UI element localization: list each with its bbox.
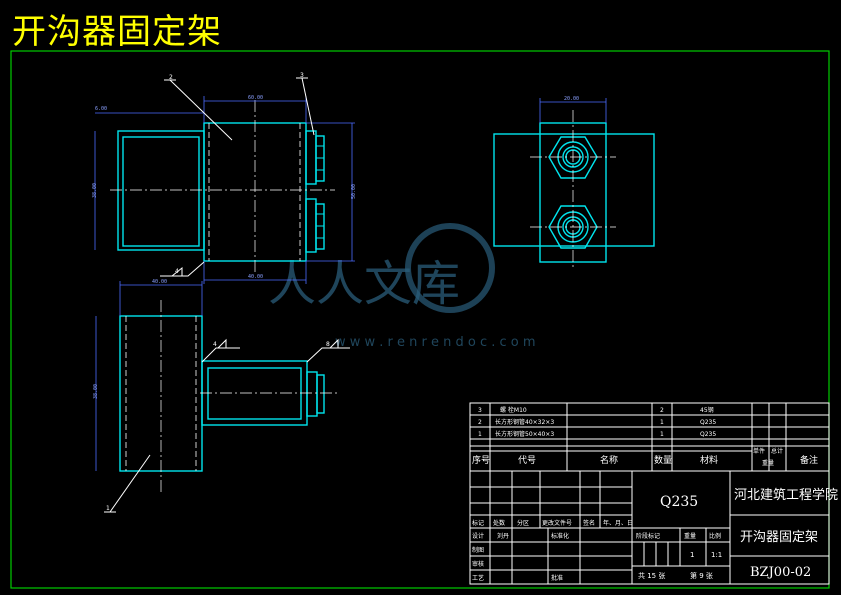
bom-row-1-qty: 2 bbox=[660, 407, 664, 414]
drawing-frame bbox=[10, 50, 830, 589]
dim-height-right: 50.00 bbox=[351, 184, 357, 199]
title-block-qty: 1 bbox=[690, 551, 694, 559]
title-block-drawing-no: BZJ00-02 bbox=[750, 565, 811, 580]
bom-row-1-material: 45钢 bbox=[700, 406, 714, 414]
dim-height-left: 38.00 bbox=[92, 183, 98, 198]
weld-symbol-bottom-right: 8 bbox=[326, 341, 330, 348]
label-sign: 签名 bbox=[583, 519, 595, 527]
bom-row-3-material: Q235 bbox=[700, 431, 716, 438]
title-block: Q235 河北建筑工程学院 开沟器固定架 BZJ00-02 标记 处数 分区 更… bbox=[469, 470, 838, 585]
label-design-name: 刘丹 bbox=[497, 532, 509, 540]
bom-header-no: 序号 bbox=[472, 454, 490, 466]
label-mark: 标记 bbox=[472, 519, 484, 527]
label-weight: 重量 bbox=[684, 532, 696, 540]
title-block-school: 河北建筑工程学院 bbox=[734, 487, 838, 503]
label-standardize: 标准化 bbox=[551, 532, 569, 540]
bom-header-material: 材料 bbox=[700, 454, 718, 466]
bom-table: 3 螺 栓M10 2 45钢 2 长方形钢管40×32×3 1 Q235 1 长… bbox=[469, 402, 830, 472]
bom-header-code: 代号 bbox=[518, 455, 536, 466]
side-view-bolts: 20.00 bbox=[493, 96, 655, 270]
bom-header-unit-weight: 单件 bbox=[753, 447, 765, 455]
dim-side-width: 40.00 bbox=[152, 279, 167, 285]
watermark-text: 人人文库 bbox=[268, 256, 460, 312]
front-view: 60.00 6.00 38.00 50.00 40.00 2 3 4 bbox=[92, 72, 357, 284]
bom-header-note: 备注 bbox=[800, 454, 818, 466]
label-process: 工艺 bbox=[472, 574, 484, 582]
label-draw: 制图 bbox=[472, 546, 484, 554]
bom-row-1-code: 螺 栓M10 bbox=[500, 406, 527, 414]
label-zone: 分区 bbox=[517, 519, 529, 527]
label-review: 审核 bbox=[472, 560, 484, 568]
bom-header-total-weight: 总计 bbox=[771, 447, 783, 455]
label-stage: 阶段标记 bbox=[636, 532, 660, 540]
bom-header-weight: 重量 bbox=[762, 459, 774, 467]
dim-top-width: 60.00 bbox=[248, 95, 263, 101]
weld-symbol-bottom-left: 4 bbox=[213, 341, 217, 348]
bom-row-1-no: 3 bbox=[478, 407, 482, 414]
weld-symbol-front: 4 bbox=[175, 268, 179, 275]
title-block-sheet-no: 第 9 张 bbox=[690, 571, 713, 580]
title-block-scale: 1:1 bbox=[711, 551, 722, 559]
balloon-3: 3 bbox=[300, 72, 304, 79]
bom-row-2-material: Q235 bbox=[700, 419, 716, 426]
bom-row-3-code: 长方形钢管50×40×3 bbox=[495, 430, 554, 438]
drawing-title: 开沟器固定架 bbox=[12, 12, 222, 52]
label-design: 设计 bbox=[472, 532, 484, 540]
dim-bottom-width: 40.00 bbox=[248, 274, 263, 280]
label-change-doc: 更改文件号 bbox=[542, 519, 572, 527]
bom-header-qty: 数量 bbox=[654, 454, 672, 466]
label-count: 处数 bbox=[493, 519, 505, 527]
bom-row-2-no: 2 bbox=[478, 419, 482, 426]
title-block-drawing-name: 开沟器固定架 bbox=[740, 530, 818, 545]
dim-bolt-width: 20.00 bbox=[564, 96, 579, 102]
bottom-view: 40.00 38.00 1 4 8 bbox=[93, 279, 350, 513]
bom-row-2-qty: 1 bbox=[660, 419, 664, 426]
bom-row-3-no: 1 bbox=[478, 431, 482, 438]
label-approve: 批准 bbox=[551, 574, 563, 582]
bom-row-2-code: 长方形钢管40×32×3 bbox=[495, 418, 554, 426]
bom-row-3-qty: 1 bbox=[660, 431, 664, 438]
title-block-sheets-total: 共 15 张 bbox=[638, 571, 665, 580]
title-block-material: Q235 bbox=[660, 494, 698, 510]
watermark-url: w w w . r e n r e n d o c . c o m bbox=[335, 335, 536, 350]
label-scale: 比例 bbox=[709, 532, 721, 540]
balloon-1: 1 bbox=[106, 505, 110, 512]
balloon-2: 2 bbox=[169, 74, 173, 81]
watermark: 人人文库 w w w . r e n r e n d o c . c o m bbox=[268, 223, 536, 350]
dim-side-height: 38.00 bbox=[93, 384, 99, 399]
bom-header-name: 名称 bbox=[600, 454, 618, 466]
label-date: 年、月、日 bbox=[603, 519, 633, 527]
dim-left-offset: 6.00 bbox=[95, 106, 107, 112]
